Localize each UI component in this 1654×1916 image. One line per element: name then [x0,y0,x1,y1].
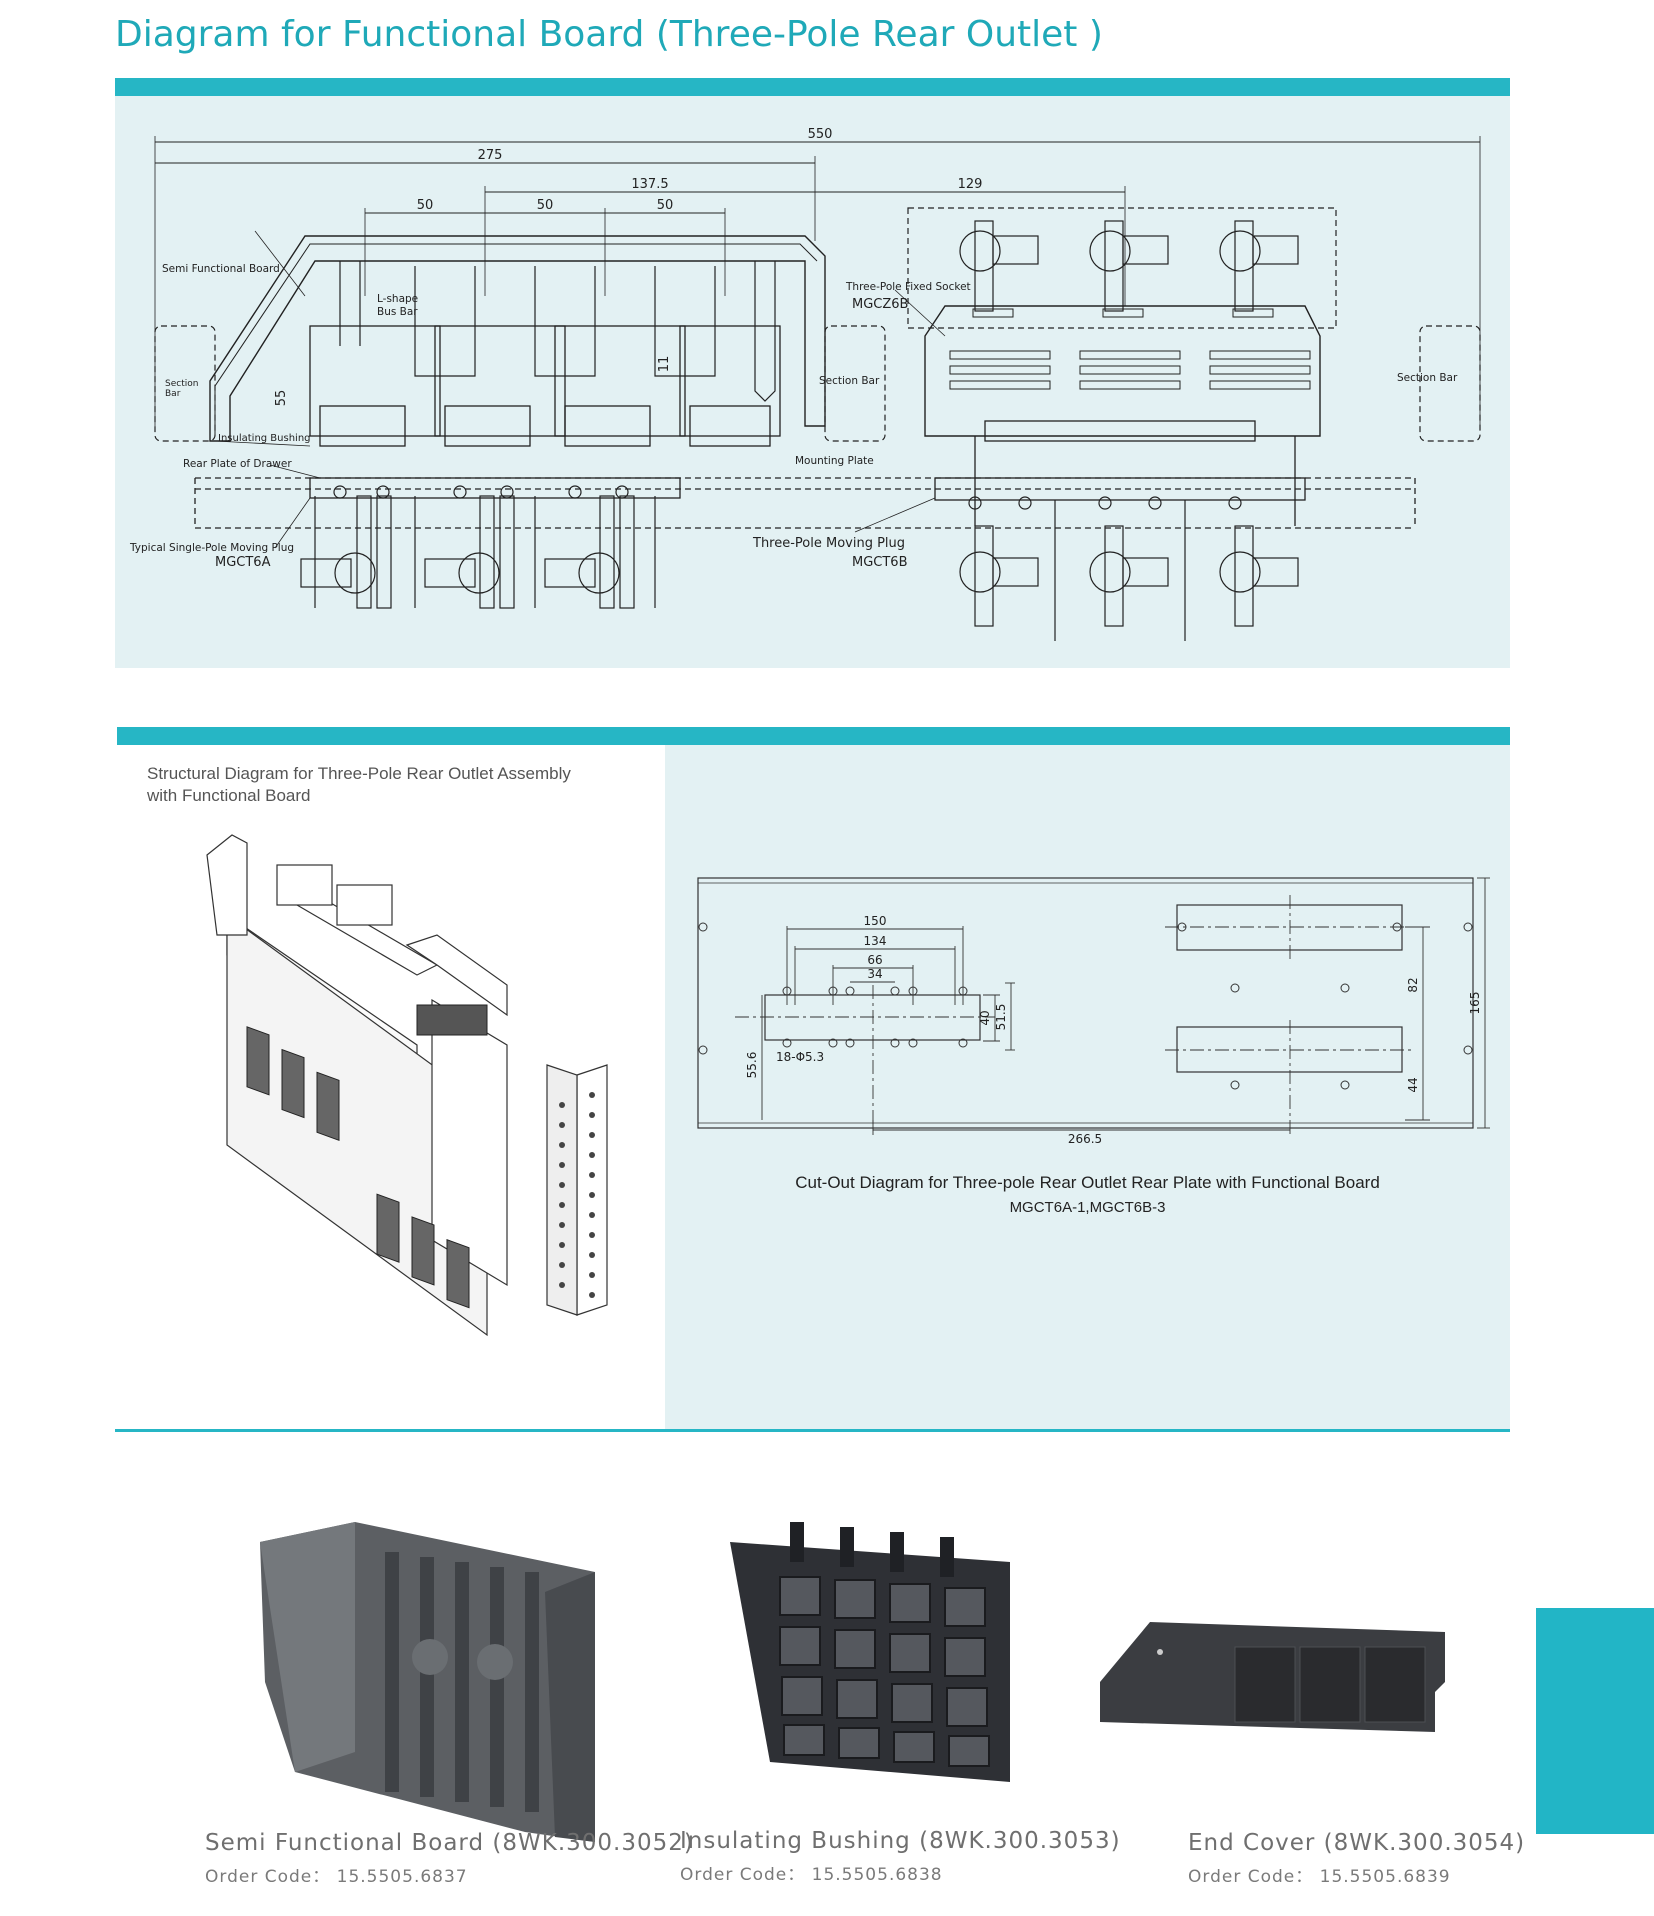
cutout-dim-82: 82 [1406,977,1420,992]
section-header-bar-middle [117,727,1510,745]
cutout-dim-266-5: 266.5 [1068,1132,1102,1146]
label-single-pole-moving-plug: Typical Single-Pole Moving Plug [129,542,294,554]
cutout-drawing: 150 134 66 34 40 51.5 55.6 18-Φ5.3 266.5… [697,877,1490,1146]
page-title: Diagram for Functional Board (Three-Pole… [115,14,1103,55]
label-single-pole-code: MGCT6A [215,555,271,570]
label-semi-functional-board: Semi Functional Board [162,263,280,275]
label-l-shape: L-shape [377,293,418,305]
dim-137-5: 137.5 [631,177,668,192]
product-code-end-cover: Order Code： 15.5505.6839 [1188,1867,1451,1887]
functional-board-drawing: 550 275 137.5 129 50 50 50 55 11 Semi Fu… [129,127,1481,641]
cutout-dim-134: 134 [864,934,887,948]
section-header-bar-top [115,78,1510,96]
functional-board-diagram-panel: 550 275 137.5 129 50 50 50 55 11 Semi Fu… [115,96,1510,668]
cutout-dim-44: 44 [1406,1077,1420,1092]
dim-275: 275 [478,148,503,163]
cutout-dim-holes: 18-Φ5.3 [776,1050,824,1064]
dim-50-c: 50 [657,198,674,213]
dim-50-a: 50 [417,198,434,213]
label-section-bar-mid: Section Bar [819,375,880,387]
structural-diagram-area: Structural Diagram for Three-Pole Rear O… [117,745,665,1430]
label-three-pole-fixed-socket: Three-Pole Fixed Socket [845,281,971,293]
page-edge-tab [1536,1608,1654,1834]
end-cover-photo [1100,1622,1445,1732]
structural-caption-line1: Structural Diagram for Three-Pole Rear O… [147,764,571,783]
product-name-semi-functional-board: Semi Functional Board (8WK.300.3052) [205,1830,694,1856]
dim-50-b: 50 [537,198,554,213]
label-insulating-bushing: Insulating Bushing [218,433,311,444]
cutout-codes: MGCT6A-1,MGCT6B-3 [1009,1199,1166,1216]
cutout-diagram-panel: 150 134 66 34 40 51.5 55.6 18-Φ5.3 266.5… [665,745,1510,1430]
label-fixed-socket-code: MGCZ6B [852,297,908,312]
label-rear-plate-of-drawer: Rear Plate of Drawer [183,458,292,470]
semi-functional-board-photo [260,1522,595,1842]
cutout-dim-34: 34 [867,967,882,981]
label-three-pole-code: MGCT6B [852,555,908,570]
cutout-dim-40: 40 [978,1010,992,1025]
product-name-insulating-bushing: Insulating Bushing (8WK.300.3053) [680,1828,1121,1854]
insulating-bushing-photo [730,1522,1010,1782]
dim-11: 11 [657,356,672,373]
dim-129: 129 [958,177,983,192]
cutout-dim-55-6: 55.6 [745,1052,759,1079]
product-name-end-cover: End Cover (8WK.300.3054) [1188,1830,1526,1856]
label-mounting-plate: Mounting Plate [795,455,874,467]
cutout-dim-150: 150 [864,914,887,928]
label-section-bar-left-1: Section [165,379,198,389]
cutout-caption: Cut-Out Diagram for Three-pole Rear Outl… [795,1173,1380,1192]
label-section-bar-left-2: Bar [165,389,181,399]
product-code-insulating-bushing: Order Code： 15.5505.6838 [680,1865,943,1885]
structural-caption-line2: with Functional Board [147,786,311,805]
section-bottom-rule [115,1429,1510,1432]
dim-55: 55 [274,390,289,407]
cutout-dim-51-5: 51.5 [994,1004,1008,1031]
dim-550: 550 [808,127,833,142]
label-bus-bar: Bus Bar [377,306,418,318]
cutout-dim-66: 66 [867,953,882,967]
structural-assembly-illustration [206,834,608,1337]
product-code-semi-functional-board: Order Code： 15.5505.6837 [205,1867,468,1887]
cutout-dim-165: 165 [1468,992,1482,1015]
label-three-pole-moving-plug: Three-Pole Moving Plug [752,536,905,551]
label-section-bar-right: Section Bar [1397,372,1458,384]
